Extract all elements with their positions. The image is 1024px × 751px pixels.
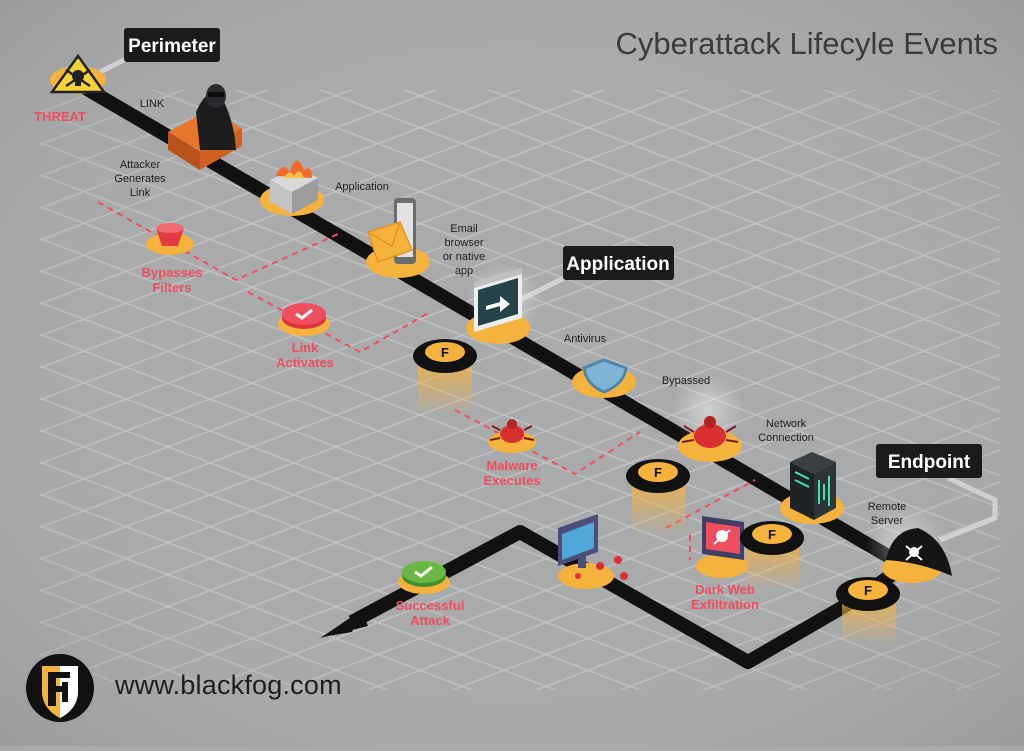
attacker-label-2: Generates bbox=[114, 173, 166, 185]
link-activates-label-1: Link bbox=[292, 340, 319, 355]
skull-warning-icon bbox=[49, 53, 107, 94]
attacker-label-1: Attacker bbox=[120, 159, 161, 171]
monitor-icon bbox=[558, 514, 628, 589]
website-url[interactable]: www.blackfog.com bbox=[115, 670, 342, 700]
halo bbox=[672, 374, 744, 446]
glow-pillar bbox=[632, 485, 686, 535]
endpoint-badge: Endpoint bbox=[876, 444, 982, 478]
network-label-2: Connection bbox=[758, 432, 814, 444]
threat-label: THREAT bbox=[34, 109, 86, 124]
bypassed-label: Bypassed bbox=[662, 375, 710, 387]
blackfog-node-icon: F bbox=[836, 577, 900, 611]
email-label-2: browser bbox=[444, 237, 483, 249]
attack-path-arrowhead-2 bbox=[320, 612, 368, 638]
email-label-4: app bbox=[455, 265, 473, 277]
server-icon bbox=[780, 452, 844, 524]
perimeter-connector bbox=[98, 55, 130, 75]
remote-label-1: Remote bbox=[868, 501, 907, 513]
perimeter-badge: Perimeter bbox=[124, 28, 220, 62]
endpoint-label: Endpoint bbox=[888, 452, 971, 473]
blackfog-node-icon: F bbox=[626, 459, 690, 493]
browser-window-icon bbox=[466, 268, 530, 344]
network-label-1: Network bbox=[766, 418, 807, 430]
blackfog-node-icon: F bbox=[413, 339, 477, 373]
email-phone-icon bbox=[366, 198, 430, 278]
application-badge: Application bbox=[563, 246, 674, 280]
svg-text:F: F bbox=[654, 465, 662, 480]
blackfog-node-icon: F bbox=[740, 521, 804, 555]
link-activates-label-2: Activates bbox=[276, 355, 334, 370]
bug-icon bbox=[678, 416, 742, 462]
bypasses-label-2: Filters bbox=[152, 280, 191, 295]
hacker-laptop-icon bbox=[168, 32, 242, 170]
link-label: LINK bbox=[140, 98, 165, 110]
check-icon bbox=[398, 561, 450, 594]
darkweb-label-1: Dark Web bbox=[695, 582, 755, 597]
attack-path-arrowhead bbox=[322, 611, 360, 637]
malware-bug-icon bbox=[488, 419, 536, 453]
remote-label-2: Server bbox=[871, 515, 904, 527]
email-label-3: or native bbox=[443, 251, 485, 263]
bypasses-label-1: Bypasses bbox=[142, 265, 203, 280]
darkweb-label-2: Exfiltration bbox=[691, 597, 759, 612]
svg-text:F: F bbox=[864, 583, 872, 598]
email-label-1: Email bbox=[450, 223, 478, 235]
alarm-icon bbox=[146, 223, 194, 255]
success-label-1: Successful bbox=[396, 598, 465, 613]
endpoint-connector bbox=[939, 475, 998, 543]
glow-pillar bbox=[418, 365, 472, 415]
success-label-2: Attack bbox=[410, 613, 451, 628]
attacker-label-3: Link bbox=[130, 187, 151, 199]
application-stage-label: Application bbox=[566, 254, 669, 275]
link-activate-button bbox=[278, 303, 330, 336]
shield-icon bbox=[572, 358, 636, 398]
firewall-icon bbox=[260, 160, 324, 216]
svg-text:F: F bbox=[768, 527, 776, 542]
antivirus-label: Antivirus bbox=[564, 333, 607, 345]
malware-label-1: Malware bbox=[486, 458, 537, 473]
blackfog-logo-icon bbox=[26, 654, 94, 722]
dark-web-screen-icon bbox=[696, 516, 748, 578]
svg-text:F: F bbox=[441, 345, 449, 360]
perimeter-label: Perimeter bbox=[128, 36, 216, 57]
pirate-hat-icon bbox=[882, 528, 952, 583]
diagram-title: Cyberattack Lifecyle Events bbox=[615, 26, 998, 61]
malware-label-2: Executes bbox=[483, 473, 540, 488]
application-step-label: Application bbox=[335, 181, 389, 193]
